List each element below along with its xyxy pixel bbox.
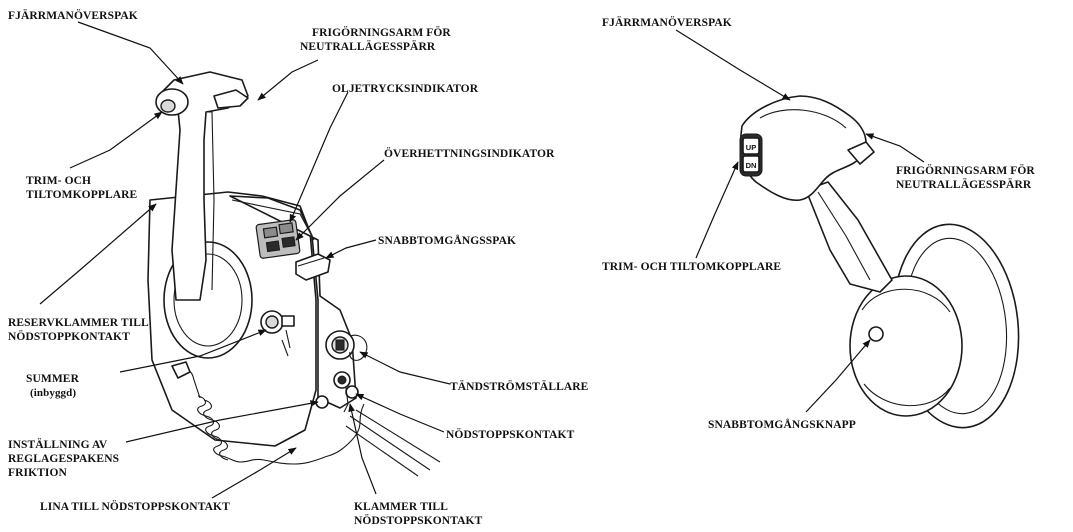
switch-dn-text: DN xyxy=(746,161,757,170)
label-remote-lever-left: FJÄRRMANÖVERSPAK xyxy=(8,8,138,22)
trim-tilt-switch-left xyxy=(160,99,176,113)
label-trim-tilt-left-1: TRIM- OCH xyxy=(26,175,91,187)
indicator-panel xyxy=(255,219,301,259)
label-fast-idle-button: SNABBTOMGÅNGSKNAPP xyxy=(708,417,856,431)
label-spare-clip-1: RESERVKLAMMER TILL xyxy=(8,317,149,329)
label-spare-clip-2: NÖDSTOPPKONTAKT xyxy=(8,329,130,343)
side-mount-control-box xyxy=(147,71,441,477)
label-neutral-release-right-1: FRIGÖRNINGSARM FÖR xyxy=(896,163,1035,177)
neutral-release-arm-right xyxy=(847,141,875,165)
label-clip-1: KLAMMER TILL xyxy=(354,501,448,513)
lever-handle-grip xyxy=(740,95,867,202)
neutral-release-arm xyxy=(213,89,249,109)
control-box-front-housing xyxy=(229,195,357,409)
label-trim-tilt-right: TRIM- OCH TILTOMKOPPLARE xyxy=(602,261,781,273)
label-neutral-release-left-1: FRIGÖRNINGSARM FÖR xyxy=(312,25,451,39)
fast-idle-button xyxy=(868,326,884,342)
label-fast-idle-lever: SNABBTOMGÅNGSSPAK xyxy=(378,233,516,247)
emergency-stop-switch-left xyxy=(333,371,359,413)
label-friction-3: FRIKTION xyxy=(8,467,68,479)
label-buzzer-2: (inbyggd) xyxy=(30,387,76,399)
single-lever-control: UP DN xyxy=(739,95,1020,429)
left-leader-lines xyxy=(39,21,451,499)
right-leader-lines xyxy=(675,29,925,413)
ignition-switch xyxy=(325,330,368,361)
label-clip-2: NÖDSTOPPSKONTAKT xyxy=(354,513,483,527)
label-neutral-release-right-2: NEUTRALLÄGESSPÄRR xyxy=(896,177,1032,191)
trim-tilt-switch-right: UP DN xyxy=(739,133,763,177)
left-labels: FJÄRRMANÖVERSPAK FRIGÖRNINGSARM FÖR NEUT… xyxy=(8,8,589,527)
label-friction-1: INSTÄLLNING AV xyxy=(8,437,108,451)
label-friction-2: REGLAGESPAKENS xyxy=(8,453,119,465)
label-remote-lever-right: FJÄRRMANÖVERSPAK xyxy=(602,15,732,29)
label-oil-pressure: OLJETRYCKSINDIKATOR xyxy=(332,83,479,95)
label-buzzer-1: SUMMER xyxy=(26,373,80,385)
lever-stem xyxy=(805,181,893,293)
label-trim-tilt-left-2: TILTOMKOPPLARE xyxy=(26,189,138,201)
switch-up-text: UP xyxy=(746,143,756,152)
label-ignition-switch: TÄNDSTRÖMSTÄLLARE xyxy=(450,379,589,393)
oil-pressure-lamp xyxy=(262,226,279,239)
label-overheat: ÖVERHETTNINGSINDIKATOR xyxy=(384,146,555,160)
label-emergency-stop-left: NÖDSTOPPSKONTAKT xyxy=(446,427,575,441)
base-plate-front xyxy=(849,275,963,417)
overheat-lamp xyxy=(265,240,281,253)
spare-clip xyxy=(260,310,295,357)
lanyard-coil xyxy=(171,361,365,465)
label-neutral-release-left-2: NEUTRALLÄGESSPÄRR xyxy=(300,39,436,53)
right-labels: FJÄRRMANÖVERSPAK FRIGÖRNINGSARM FÖR NEUT… xyxy=(602,15,1035,431)
fast-idle-lever xyxy=(295,253,331,281)
label-lanyard: LINA TILL NÖDSTOPPSKONTAKT xyxy=(40,499,230,513)
remote-lever-arm xyxy=(161,71,249,301)
